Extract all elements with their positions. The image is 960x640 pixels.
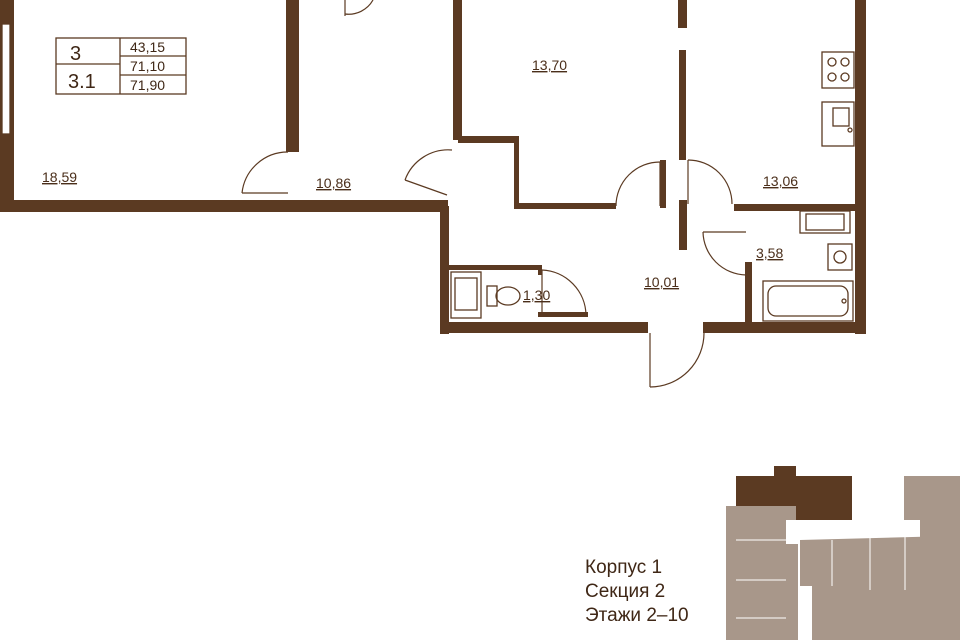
section-number: Секция 2 — [585, 581, 666, 602]
bathtub-icon — [762, 280, 854, 322]
total-area-balcony-value: 71,90 — [130, 77, 165, 93]
key-plan-lines — [736, 536, 906, 619]
kitchen-sink-icon — [821, 101, 855, 147]
floors-range: Этажи 2–10 — [585, 605, 689, 626]
room-area-kitchen: 13,06 — [763, 173, 798, 189]
building-number: Корпус 1 — [585, 557, 663, 578]
doors — [241, 0, 747, 388]
toilet-washbasin-icon — [450, 271, 482, 319]
room-area-bathroom: 3,58 — [756, 245, 783, 261]
room-area-living: 18,59 — [42, 169, 77, 185]
room-area-labels: 18,59 10,86 13,70 13,06 3,58 10,01 1,30 — [42, 57, 798, 303]
room-area-corridor: 10,86 — [316, 175, 351, 191]
room-area-hallway: 10,01 — [644, 274, 679, 290]
room-area-bedroom: 13,70 — [532, 57, 567, 73]
kitchen-stove-icon — [821, 51, 855, 89]
room-area-toilet: 1,30 — [523, 287, 550, 303]
washing-machine-icon — [799, 210, 851, 234]
living-area-value: 43,15 — [130, 39, 165, 55]
walls — [0, 0, 866, 334]
building-key-plan — [726, 466, 960, 640]
building-info: Корпус 1 Секция 2 Этажи 2–10 — [585, 556, 689, 628]
total-area-value: 71,10 — [130, 58, 165, 74]
apartment-summary-box: 3 3.1 43,15 71,10 71,90 — [55, 37, 187, 95]
apartment-type-code: 3.1 — [68, 71, 96, 93]
toilet-icon — [486, 285, 521, 307]
rooms-count: 3 — [70, 43, 81, 65]
washbasin-icon — [827, 243, 853, 271]
